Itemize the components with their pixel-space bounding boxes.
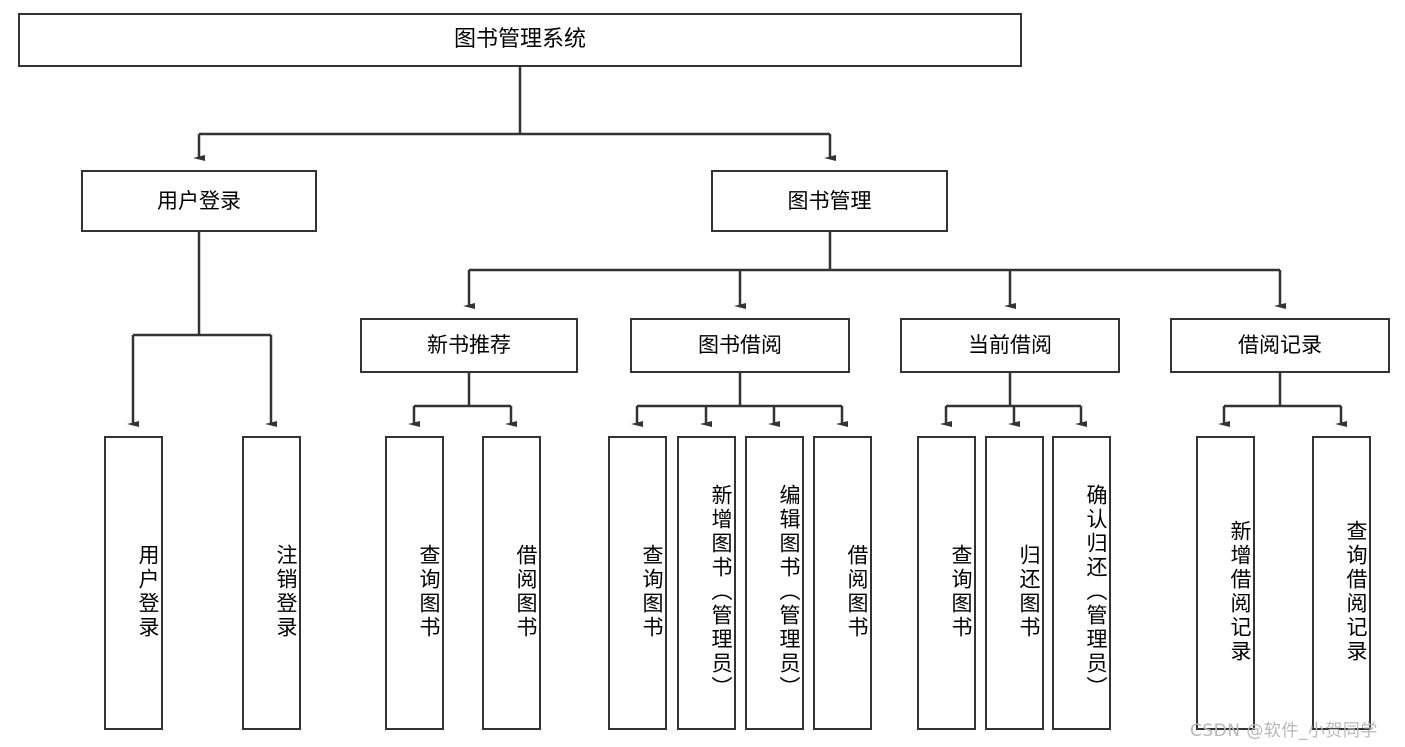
leaf-new-book-borrow-label: 借阅图书 (514, 544, 538, 640)
node-user-login-label: 用户登录 (157, 188, 241, 213)
leaf-current-borrow-query-label: 查询图书 (949, 544, 973, 640)
leaf-user-login-signin-label: 用户登录 (136, 544, 160, 640)
node-user-login[interactable]: 用户登录 (81, 170, 317, 232)
leaf-current-borrow-return[interactable]: 归还图书 (985, 436, 1044, 730)
node-borrow-record-label: 借阅记录 (1238, 333, 1322, 358)
node-book-borrow[interactable]: 图书借阅 (630, 318, 850, 373)
leaf-book-borrow-lend[interactable]: 借阅图书 (813, 436, 872, 730)
node-new-book-recommend[interactable]: 新书推荐 (360, 318, 578, 373)
node-current-borrow[interactable]: 当前借阅 (900, 318, 1120, 373)
node-new-book-recommend-label: 新书推荐 (427, 333, 511, 358)
leaf-user-login-signout[interactable]: 注销登录 (242, 436, 301, 730)
node-root-label: 图书管理系统 (453, 27, 586, 53)
leaf-borrow-record-query-label: 查询借阅记录 (1344, 520, 1368, 664)
leaf-borrow-record-add[interactable]: 新增借阅记录 (1196, 436, 1255, 730)
csdn-watermark: CSDN @软件_小贺同学 (1190, 721, 1378, 741)
leaf-user-login-signout-label: 注销登录 (274, 544, 298, 640)
node-borrow-record[interactable]: 借阅记录 (1170, 318, 1390, 373)
node-book-borrow-label: 图书借阅 (698, 333, 782, 358)
node-current-borrow-label: 当前借阅 (968, 333, 1052, 358)
node-root-system[interactable]: 图书管理系统 (18, 13, 1022, 67)
leaf-borrow-record-add-label: 新增借阅记录 (1228, 520, 1252, 664)
leaf-current-borrow-confirm-label: 确认归还（管理员） (1084, 484, 1108, 700)
leaf-book-borrow-lend-label: 借阅图书 (845, 544, 869, 640)
leaf-current-borrow-query[interactable]: 查询图书 (917, 436, 976, 730)
leaf-book-borrow-add-label: 新增图书（管理员） (709, 484, 733, 700)
leaf-book-borrow-edit-label: 编辑图书（管理员） (777, 484, 801, 700)
leaf-current-borrow-return-label: 归还图书 (1017, 544, 1041, 640)
leaf-new-book-query[interactable]: 查询图书 (385, 436, 444, 730)
leaf-new-book-borrow[interactable]: 借阅图书 (482, 436, 541, 730)
leaf-book-borrow-query[interactable]: 查询图书 (608, 436, 667, 730)
leaf-book-borrow-add[interactable]: 新增图书（管理员） (677, 436, 736, 730)
leaf-borrow-record-query[interactable]: 查询借阅记录 (1312, 436, 1371, 730)
node-book-management-label: 图书管理 (787, 188, 872, 213)
leaf-book-borrow-edit[interactable]: 编辑图书（管理员） (745, 436, 804, 730)
leaf-current-borrow-confirm[interactable]: 确认归还（管理员） (1052, 436, 1111, 730)
leaf-user-login-signin[interactable]: 用户登录 (104, 436, 163, 730)
leaf-book-borrow-query-label: 查询图书 (640, 544, 664, 640)
leaf-new-book-query-label: 查询图书 (417, 544, 441, 640)
node-book-management[interactable]: 图书管理 (711, 170, 948, 232)
